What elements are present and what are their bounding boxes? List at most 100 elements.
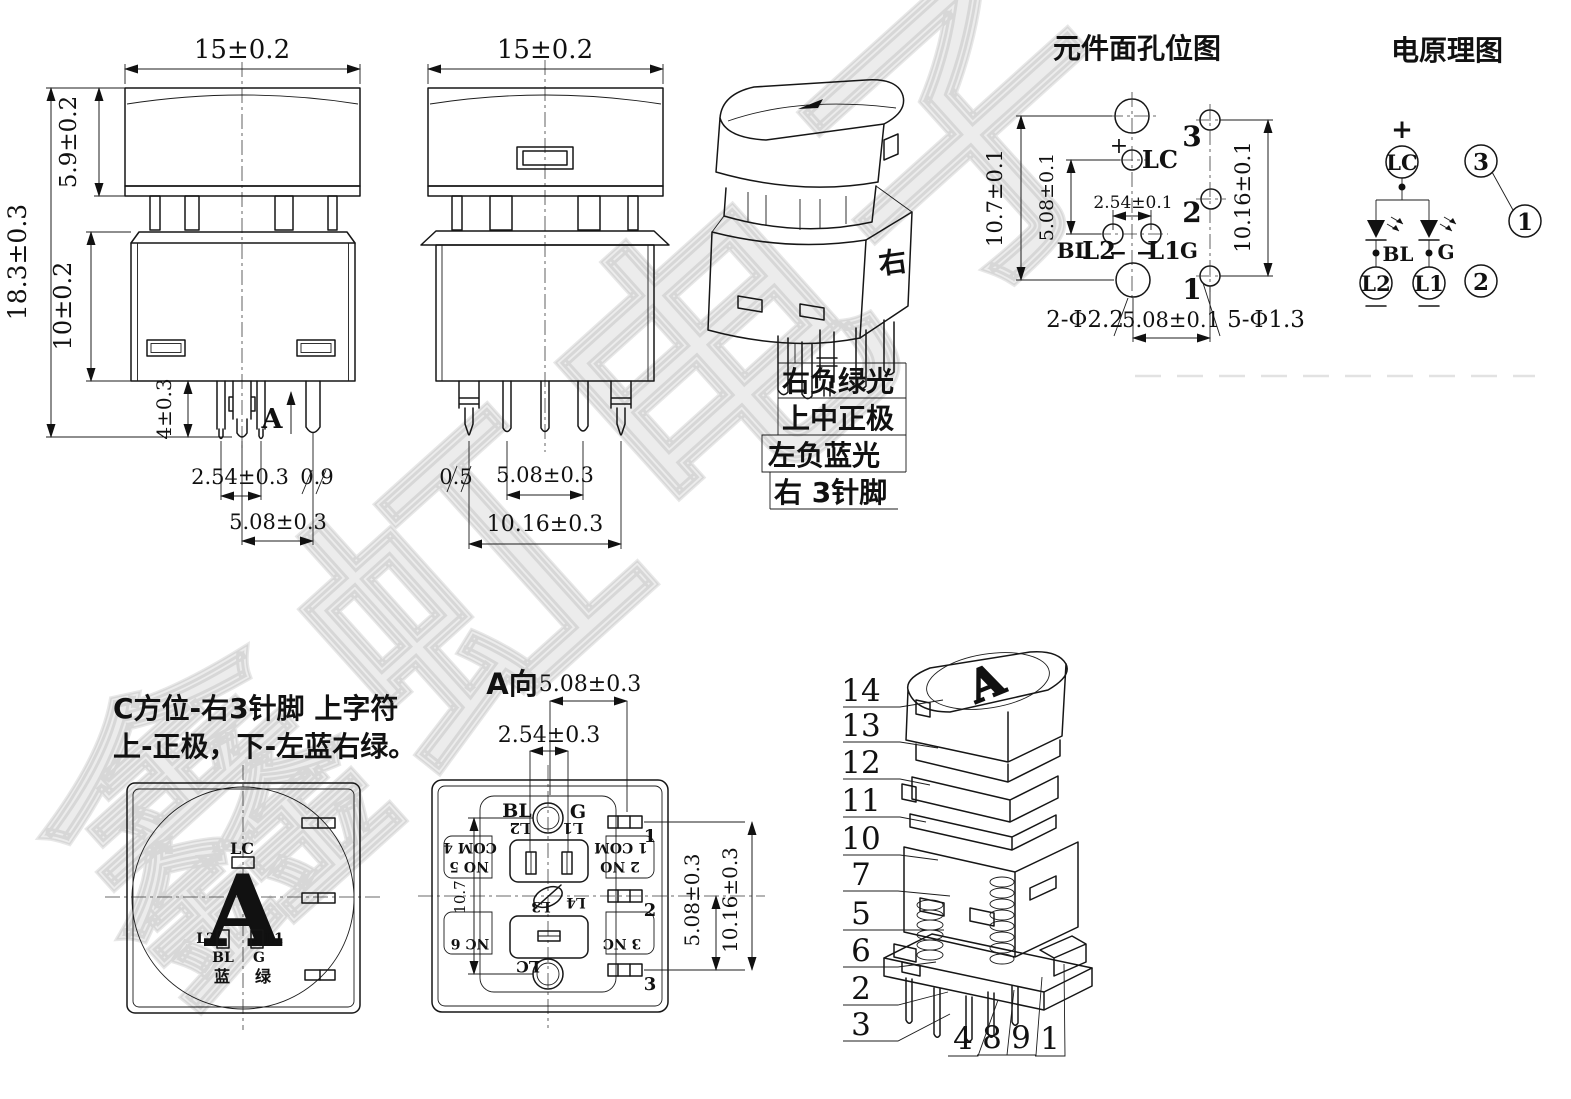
- bv-no5: NO 5: [449, 858, 489, 874]
- face-l2: L2: [196, 931, 216, 947]
- dim-pin-length: 4±0.3: [152, 378, 176, 439]
- dim-pitch-small-a: 2.54±0.3: [191, 465, 289, 489]
- bv-l3: L3: [531, 898, 551, 914]
- bv-bl: BL: [502, 800, 531, 822]
- sch-g: G: [1437, 240, 1454, 264]
- hole-lc: LC: [1142, 145, 1178, 174]
- dim-pitch-large-b: 10.16±0.3: [487, 512, 603, 537]
- hole-minus-right: −: [1136, 240, 1154, 266]
- hole-l1: L1: [1147, 236, 1181, 265]
- body-side-label: 右: [877, 244, 909, 281]
- part-number-1: 1: [1040, 1021, 1060, 1057]
- hole-dim-left: 10.7±0.1: [983, 149, 1007, 247]
- callout-4: 右 3针脚: [774, 476, 887, 509]
- hole-pin1: 1: [1182, 273, 1201, 306]
- face-lc: LC: [230, 839, 254, 858]
- bv-com4: COM 4: [443, 839, 497, 855]
- note-line-2: 上-正极，下-左蓝右绿。: [113, 730, 416, 763]
- part-number-6: 6: [851, 933, 871, 969]
- dim-pitch-large-a: 5.08±0.3: [229, 510, 327, 534]
- callout-2: 上中正极: [782, 402, 894, 435]
- bv-dim-top: 5.08±0.3: [539, 672, 641, 697]
- part-number-3: 3: [851, 1007, 871, 1043]
- part-number-4: 4: [953, 1021, 973, 1057]
- perspective-view: 右 右负绿光 上中正极 左负蓝光 右 3针脚: [707, 79, 913, 510]
- bottom-view: A向 5.08±0.3 2.54±0.3 BL G L2 L1 COM 4 NO…: [418, 667, 765, 1028]
- face-g: G: [253, 950, 265, 966]
- dim-pitch-small-b: 5.08±0.3: [496, 463, 594, 487]
- part-number-5: 5: [851, 896, 871, 932]
- face-green: 绿: [255, 967, 272, 986]
- hole-g: G: [1180, 238, 1198, 263]
- bv-lc: LC: [516, 957, 540, 976]
- sch-lc: LC: [1386, 150, 1417, 175]
- dim-width-a: 15±0.2: [194, 35, 290, 65]
- hole-pin2: 2: [1182, 196, 1201, 229]
- face-l1: L1: [264, 931, 284, 947]
- bv-l1: L1: [563, 819, 584, 837]
- hole-bl: BL: [1057, 238, 1090, 263]
- part-number-10: 10: [841, 821, 880, 857]
- bv-g: G: [570, 801, 586, 823]
- callout-3: 左负蓝光: [768, 439, 880, 472]
- hole-minus-left: −: [1109, 240, 1127, 266]
- dim-total-height: 18.3±0.3: [3, 204, 32, 320]
- front-view-b: 15±0.2 0.5 5.08±0.3 10.16±0.3: [420, 35, 670, 549]
- face-bl: BL: [212, 950, 234, 966]
- hole-pin3: 3: [1182, 120, 1201, 153]
- exploded-view: A 14 13 12 11 10 7 5 6 2 3: [841, 651, 1093, 1057]
- circuit-schematic: 电原理图 + LC BL G L2 L1 3 1 2: [1135, 34, 1542, 378]
- face-legend-char: A: [205, 855, 282, 968]
- part-number-13: 13: [841, 708, 880, 744]
- callout-1: 右负绿光: [782, 365, 894, 398]
- hole-dim-bottom: 5.08±0.1: [1122, 308, 1220, 332]
- sch-node3: 3: [1473, 149, 1489, 176]
- bv-dim-right-large: 10.16±0.3: [718, 847, 742, 953]
- sch-l1: L1: [1414, 271, 1443, 296]
- bv-nc3: 3 NC: [603, 935, 642, 951]
- exploded-left-numbers: 14 13 12 11 10 7 5 6 2 3: [841, 673, 880, 1043]
- face-blue: 蓝: [214, 967, 230, 986]
- spring-left: [916, 899, 944, 961]
- front-view-a: 15±0.2 5.9±0.2 18.3±0.3 10±0.2 4±0.3 A 2…: [3, 35, 361, 546]
- bv-dim-inner: 10.7: [451, 880, 469, 913]
- bv-pin3: 3: [644, 974, 657, 995]
- dim-body-height: 10±0.2: [49, 262, 77, 351]
- hole-l2: L2: [1082, 236, 1116, 265]
- part-number-12: 12: [841, 745, 880, 781]
- exploded-bottom-numbers: 4 8 9 1: [953, 1020, 1060, 1057]
- sch-bl: BL: [1383, 242, 1414, 266]
- bottom-view-title: A向: [486, 667, 537, 701]
- part-number-8: 8: [982, 1020, 1002, 1056]
- section-label-a: A: [261, 404, 284, 435]
- spring-center: [989, 876, 1015, 965]
- hole-dim-top-small: 2.54±0.1: [1093, 193, 1172, 213]
- hole-position-diagram: 元件面孔位图 + LC BL L2 − − L1 G 3 2 1 10.7±0.…: [983, 32, 1305, 343]
- hole-plus: +: [1110, 134, 1128, 159]
- hole-dim-large: 2-Φ2.2: [1046, 307, 1124, 333]
- hole-dim-small: 5-Φ1.3: [1227, 307, 1305, 333]
- bv-l2: L2: [510, 819, 531, 837]
- sch-plus: +: [1391, 115, 1413, 145]
- bv-no2: 2 NO: [600, 858, 640, 874]
- bv-pin1: 1: [644, 826, 657, 847]
- sch-node1: 1: [1517, 209, 1533, 236]
- bv-nc6: NC 6: [451, 935, 490, 951]
- part-number-11: 11: [841, 783, 880, 819]
- sch-l2: L2: [1361, 271, 1390, 296]
- orientation-note: C方位-右3针脚 上字符 上-正极，下-左蓝右绿。: [113, 692, 416, 763]
- exploded-left-leaders: [843, 699, 951, 1042]
- part-number-9: 9: [1011, 1020, 1031, 1056]
- exploded-bottom-leaders: [948, 963, 1066, 1057]
- part-number-7: 7: [851, 857, 871, 893]
- schematic-title: 电原理图: [1391, 34, 1503, 67]
- hole-dim-mid: 5.08±0.1: [1036, 153, 1058, 241]
- button-face-view: A LC L2 L1 BL G 蓝 绿: [105, 765, 382, 1030]
- hole-diagram-title: 元件面孔位图: [1053, 32, 1221, 65]
- bv-dim-top-small: 2.54±0.3: [498, 723, 600, 748]
- hole-dim-right: 10.16±0.1: [1231, 141, 1255, 252]
- part-number-2: 2: [851, 971, 871, 1007]
- sch-node2: 2: [1473, 269, 1489, 296]
